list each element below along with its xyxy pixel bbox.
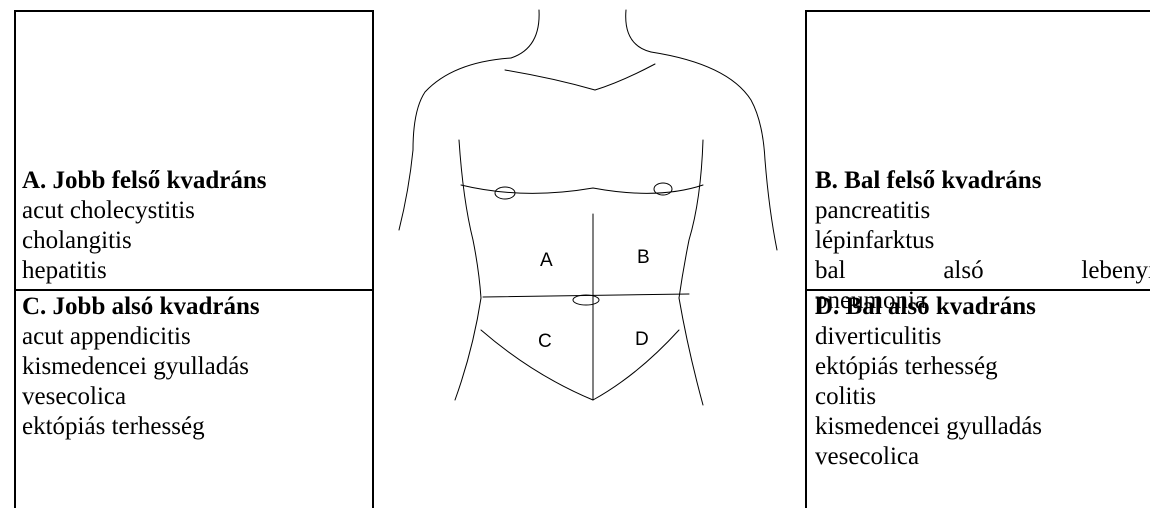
left-clavicle [505,70,595,90]
list-item: acut appendicitis [22,322,260,352]
word: bal [815,256,846,286]
list-item: colitis [815,382,1042,412]
left-groin-line [481,330,593,400]
table-border-col2 [372,10,374,508]
table-border-top-right [805,10,1150,12]
list-item: acut cholecystitis [22,196,267,226]
cell-right-lower-quadrant: C. Jobb alsó kvadráns acut appendicitis … [22,292,260,442]
torso-right-outline [679,140,703,298]
cell-right-upper-quadrant: A. Jobb felső kvadráns acut cholecystiti… [22,166,267,286]
quadrant-label-c: C [538,331,552,352]
left-hip-outline [455,298,481,400]
cell-heading: B. Bal felső kvadráns [815,166,1150,196]
left-arm-outline [399,150,413,230]
word: alsó [943,256,983,286]
list-item: lépinfarktus [815,226,1150,256]
neck-left-outline [511,10,539,58]
table-border-col3 [805,10,807,508]
list-item: cholangitis [22,226,267,256]
right-shoulder-outline [651,52,765,160]
table-border-left [14,10,16,508]
cell-heading: D. Bal alsó kvadráns [815,292,1042,322]
list-item: kismedencei gyulladás [815,412,1042,442]
word: lebenyi [1081,256,1150,286]
torso-diagram: A B C D [383,0,803,420]
neck-right-outline [626,10,651,52]
right-clavicle [595,64,655,90]
torso-left-outline [459,140,481,298]
list-item: vesecolica [815,442,1042,472]
list-item: ektópiás terhesség [815,352,1042,382]
list-item: kismedencei gyulladás [22,352,260,382]
list-item: hepatitis [22,256,267,286]
left-row-divider [14,289,374,291]
list-item: vesecolica [22,382,260,412]
list-item: pancreatitis [815,196,1150,226]
cell-heading: C. Jobb alsó kvadráns [22,292,260,322]
list-item: diverticulitis [815,322,1042,352]
left-shoulder-outline [413,58,511,150]
quadrant-label-d: D [635,329,649,350]
right-hip-outline [679,298,703,405]
list-item: ektópiás terhesség [22,412,260,442]
quadrant-label-b: B [637,247,650,268]
right-arm-outline [765,160,777,250]
navel [573,295,599,305]
quadrant-label-a: A [540,250,553,271]
cell-heading: A. Jobb felső kvadráns [22,166,267,196]
cell-left-lower-quadrant: D. Bal alsó kvadráns diverticulitis ektó… [815,292,1042,472]
list-item-justified: bal alsó lebenyi [815,256,1150,286]
table-border-top-left [14,10,374,12]
